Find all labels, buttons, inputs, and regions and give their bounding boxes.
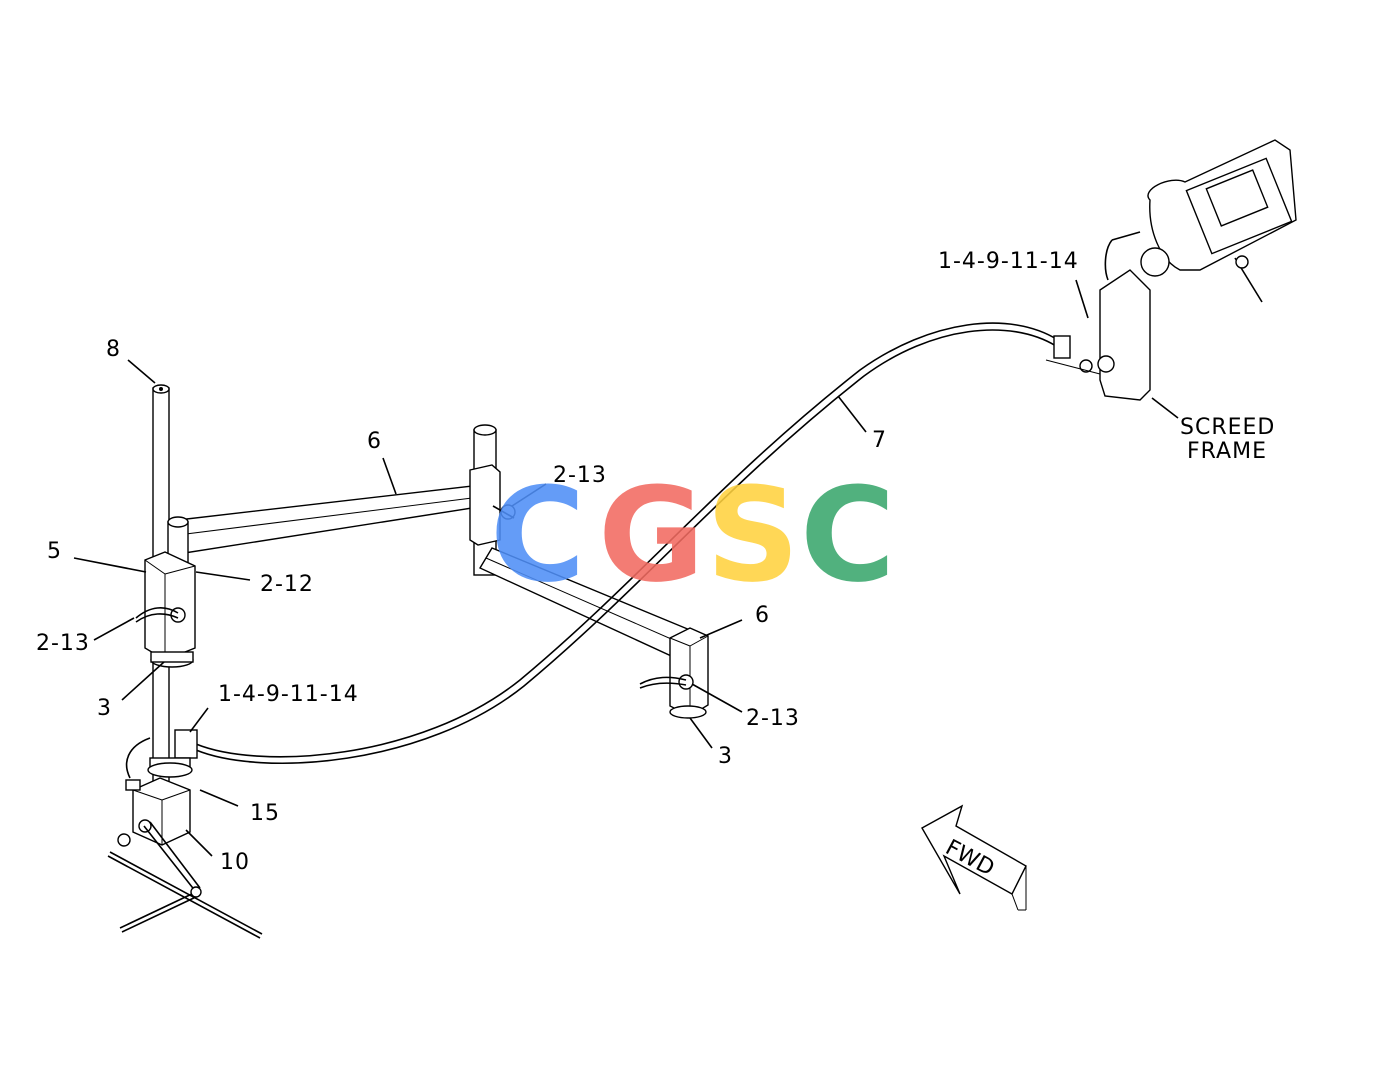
callout-7: 7 bbox=[872, 428, 887, 453]
upper-arm bbox=[167, 485, 473, 571]
callout-1-4-9-11-14-lower: 1-4-9-11-14 bbox=[218, 682, 359, 707]
callout-2-13-left: 2-13 bbox=[36, 631, 90, 656]
callout-15: 15 bbox=[250, 801, 280, 826]
watermark-letter-1: C bbox=[490, 459, 585, 611]
callout-8: 8 bbox=[106, 337, 121, 362]
leader-lines bbox=[73, 279, 1179, 857]
callout-6-upper: 6 bbox=[367, 429, 382, 454]
sensor-cable bbox=[195, 322, 1059, 765]
screed-frame-label-line2: FRAME bbox=[1187, 439, 1267, 464]
callout-3-right: 3 bbox=[718, 744, 733, 769]
callout-2-13-right: 2-13 bbox=[746, 706, 800, 731]
callout-1-4-9-11-14-upper: 1-4-9-11-14 bbox=[938, 249, 1079, 274]
callout-2-13-center: 2-13 bbox=[553, 463, 607, 488]
sensor-assembly bbox=[107, 729, 263, 939]
watermark-letter-3: S bbox=[706, 459, 800, 611]
callout-2-12: 2-12 bbox=[260, 572, 314, 597]
callout-3-left: 3 bbox=[97, 696, 112, 721]
forward-arrow-icon: FWD bbox=[921, 804, 1027, 911]
center-post bbox=[469, 424, 516, 576]
callout-labels: 8 6 2-13 5 2-12 2-13 3 1-4-9-11-14 15 10… bbox=[36, 249, 1275, 875]
screed-frame bbox=[1045, 139, 1297, 401]
watermark-letter-2: G bbox=[598, 459, 705, 611]
watermark-letter-4: C bbox=[800, 459, 895, 611]
cgsc-watermark: C G S C bbox=[490, 459, 895, 611]
callout-5: 5 bbox=[47, 539, 62, 564]
screed-frame-label-line1: SCREED bbox=[1180, 415, 1275, 440]
callout-6-right: 6 bbox=[755, 603, 770, 628]
left-clamp-block bbox=[135, 551, 196, 668]
callout-10: 10 bbox=[220, 850, 250, 875]
right-post bbox=[639, 627, 709, 719]
